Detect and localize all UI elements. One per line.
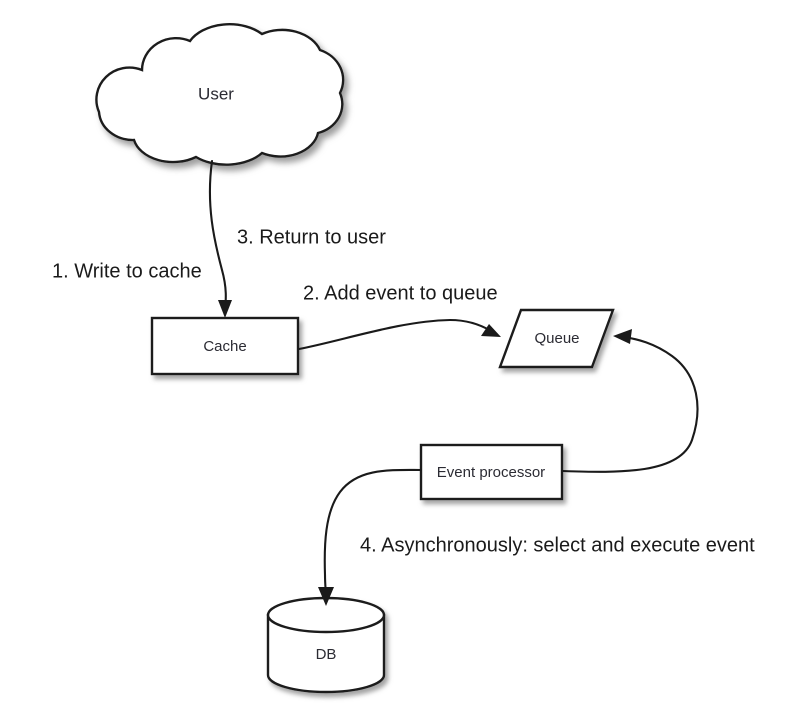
node-user[interactable]: User — [95, 23, 345, 166]
queue-shape — [498, 308, 615, 369]
edge-processor-to-queue — [561, 329, 699, 473]
node-queue-label: Queue — [534, 330, 579, 347]
edge-cache-to-queue-line — [297, 318, 493, 351]
edge-user-to-cache — [208, 159, 232, 318]
node-db-label: DB — [316, 646, 337, 663]
edge-processor-to-db — [318, 468, 423, 606]
arrowhead-to-queue-from-cache — [481, 324, 501, 337]
step-label-3: 3. Return to user — [237, 226, 386, 248]
node-user-label: User — [198, 84, 234, 103]
cache-shape — [150, 316, 300, 376]
arrowhead-to-queue-from-processor — [613, 329, 632, 344]
cloud-shape — [95, 23, 345, 166]
step-label-1: 1. Write to cache — [52, 260, 202, 282]
edge-cache-to-queue — [297, 318, 501, 351]
node-db[interactable]: DB — [266, 596, 386, 694]
event-processor-shape — [419, 443, 564, 501]
edge-processor-to-queue-line — [561, 335, 699, 473]
node-cache-label: Cache — [203, 338, 246, 355]
step-label-4: 4. Asynchronously: select and execute ev… — [360, 534, 755, 556]
edge-user-to-cache-line — [208, 159, 227, 312]
node-queue[interactable]: Queue — [498, 308, 615, 369]
arrowhead-to-db — [318, 587, 334, 606]
arrowhead-to-cache — [218, 300, 232, 318]
db-cylinder-body — [266, 613, 386, 694]
node-event-processor-label: Event processor — [437, 464, 545, 481]
node-event-processor[interactable]: Event processor — [419, 443, 564, 501]
edge-processor-to-db-line — [323, 468, 423, 599]
node-cache[interactable]: Cache — [150, 316, 300, 376]
step-label-2: 2. Add event to queue — [303, 282, 498, 304]
